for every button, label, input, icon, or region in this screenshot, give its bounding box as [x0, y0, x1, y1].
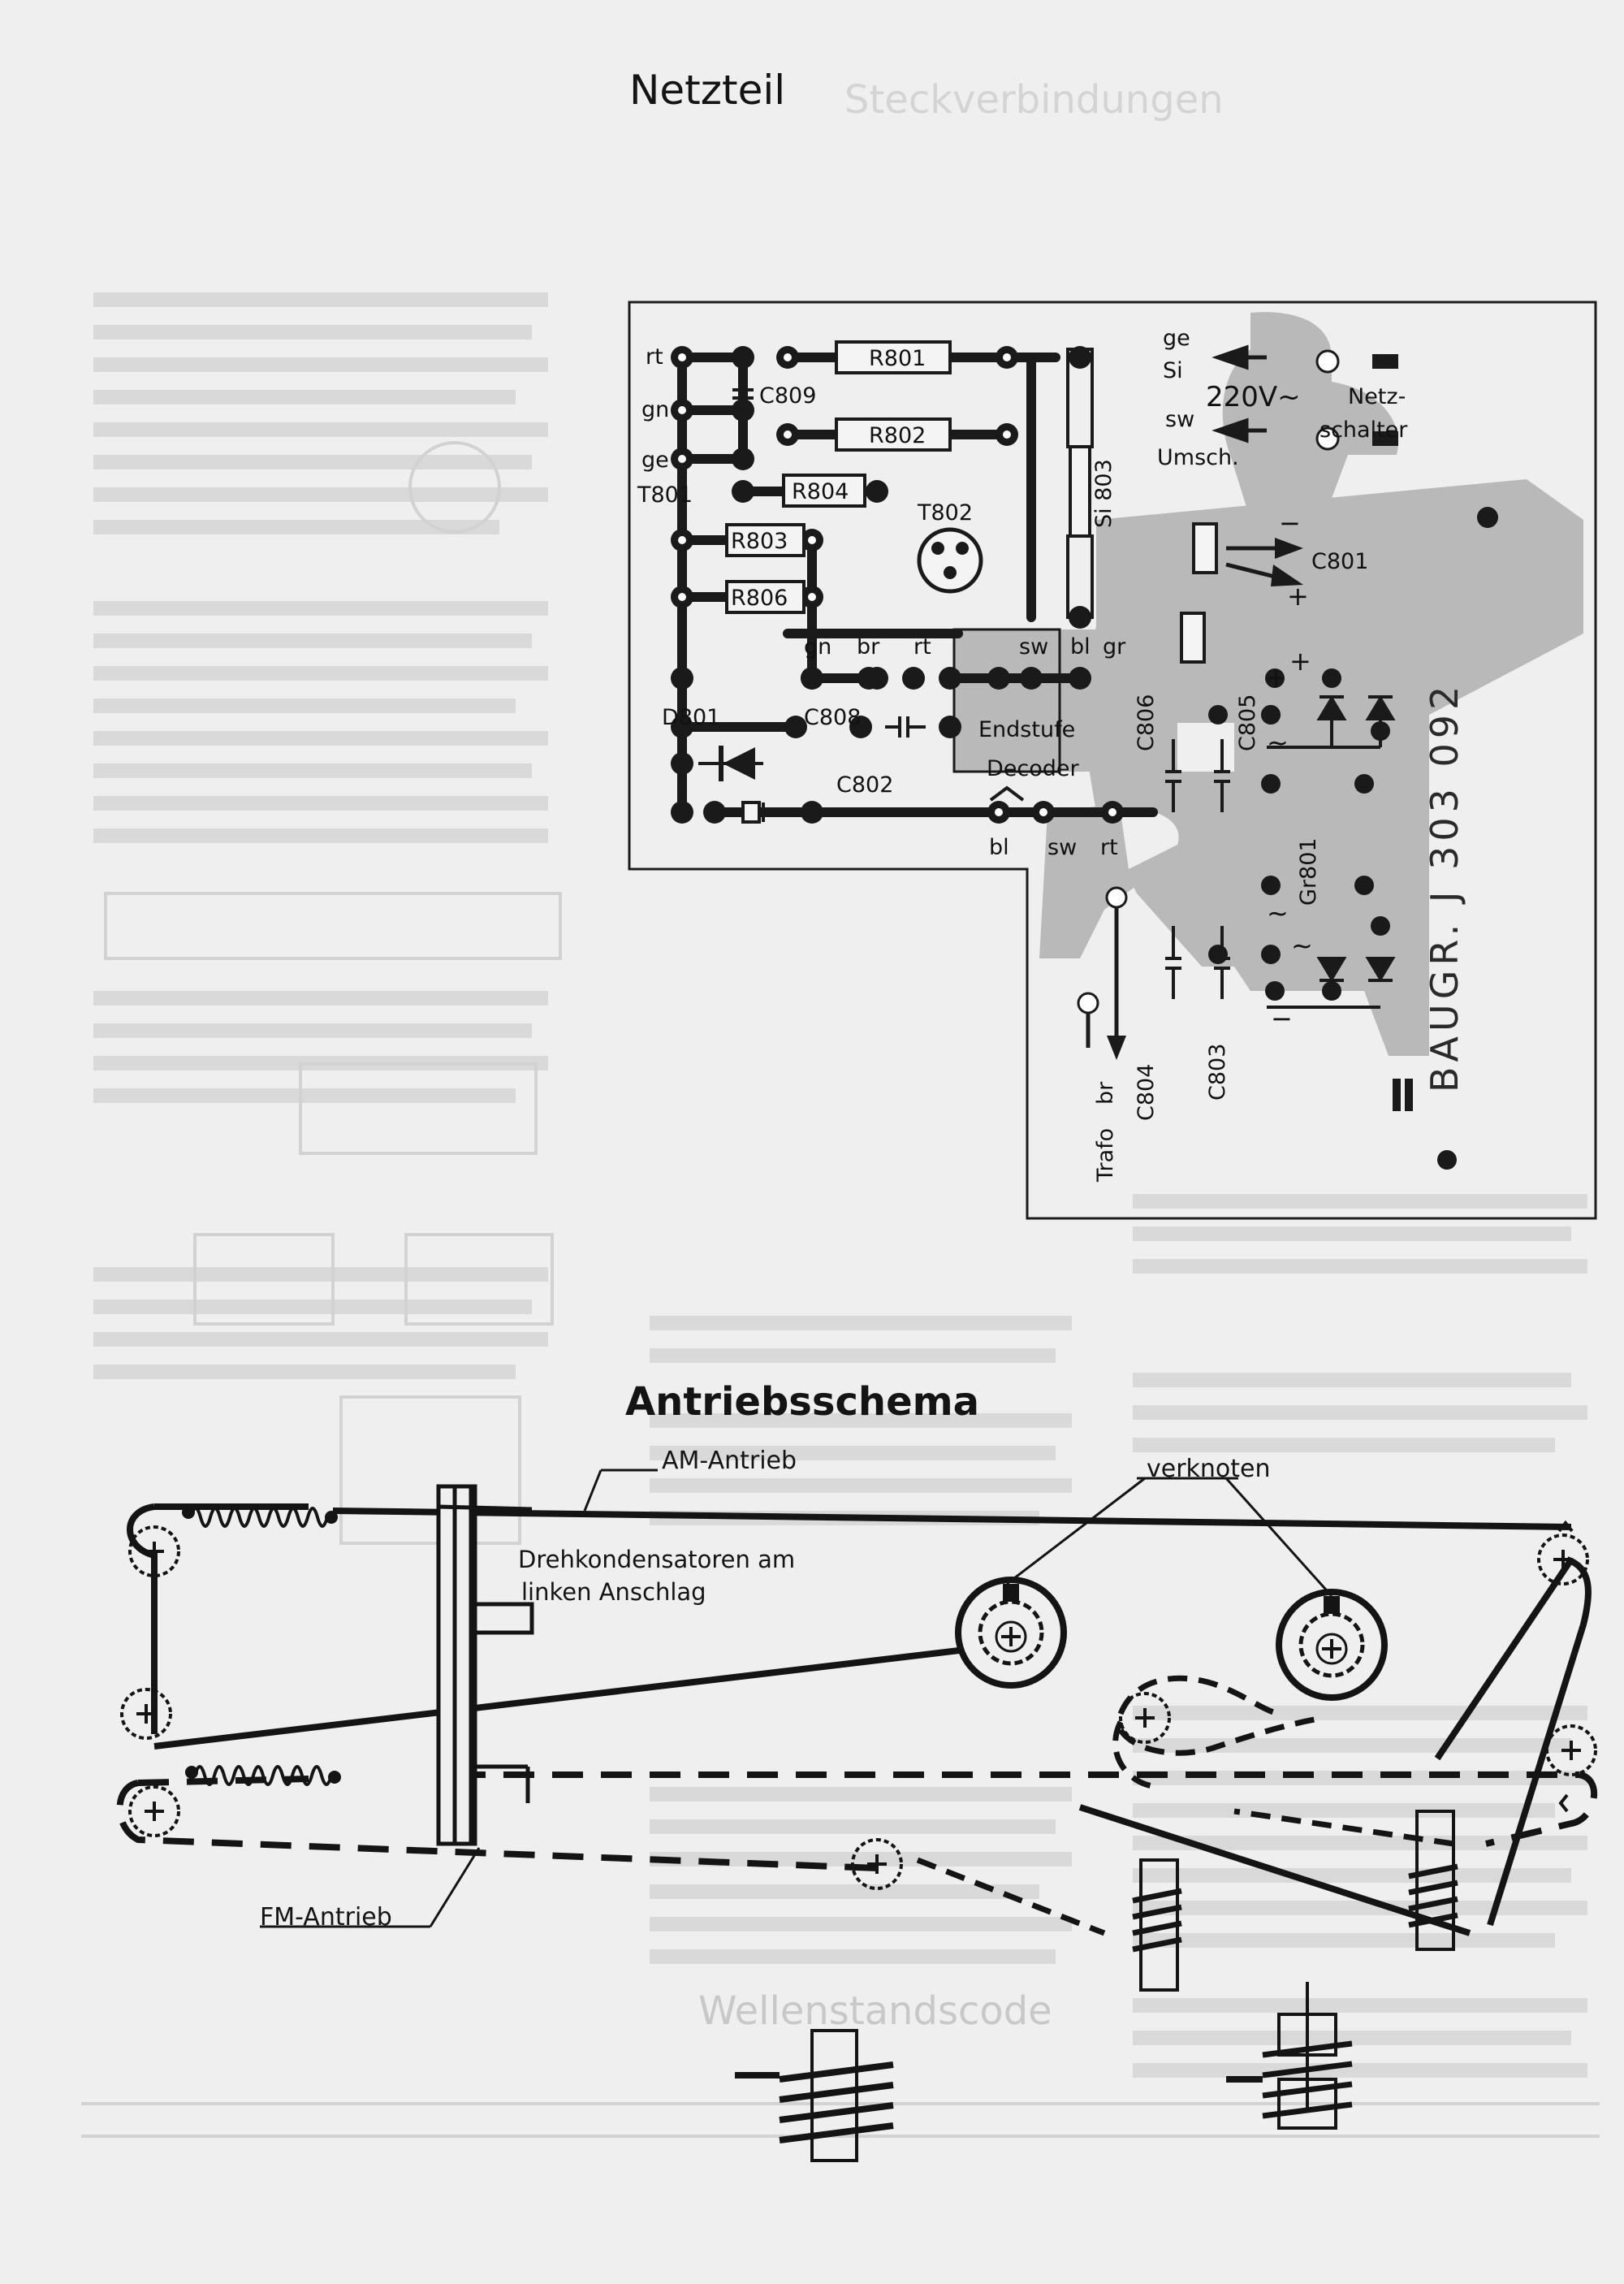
fuse-si-803: [1066, 348, 1094, 619]
color-rt: rt: [914, 634, 931, 660]
wire-label-rt: rt: [646, 344, 663, 370]
antriebsschema-title: Antriebsschema: [625, 1379, 980, 1425]
pulley-lower-center: [851, 1838, 903, 1890]
pulley-left-bottom: [128, 1785, 180, 1837]
dial-pointer-carriage: [436, 1484, 534, 1846]
mains-voltage: 220V~: [1206, 381, 1301, 413]
am-drive-cord: [127, 1503, 1592, 1936]
label-d801: D801: [662, 705, 720, 730]
label-c803: C803: [1205, 1044, 1230, 1101]
netzteil-title: Netzteil: [629, 67, 786, 114]
label-si803: Si 803: [1091, 459, 1116, 528]
pulley-center: [1119, 1692, 1171, 1744]
color-gr: gr: [1103, 634, 1126, 660]
resistor-r803: [725, 523, 806, 557]
capacitor-c802: [715, 801, 765, 824]
label-endstufe: Endstufe: [978, 717, 1075, 742]
pulley-left-mid: [120, 1688, 172, 1740]
label-t801: T801: [637, 482, 693, 508]
verknoten-label: verknoten: [1147, 1455, 1271, 1483]
polarity-tilde-1: ~: [1267, 727, 1289, 758]
bleed-through-subtitle: Wellenstandscode: [698, 1988, 1052, 2034]
polarity-tilde-2: ~: [1267, 898, 1289, 928]
label-c809: C809: [759, 383, 816, 409]
endstufe-decoder-connector: [952, 628, 1061, 802]
polarity-plus-2: +: [1289, 646, 1311, 677]
wire-label-ge: ge: [641, 448, 669, 473]
mains-sw: sw: [1165, 407, 1194, 432]
mains-ge: ge: [1163, 326, 1190, 351]
label-r801: R801: [869, 346, 926, 371]
wire-label-gn: gn: [641, 397, 669, 422]
color-br: br: [857, 634, 880, 660]
polarity-plus-c801: +: [1287, 581, 1309, 612]
capacitor-c803: [1214, 926, 1230, 999]
pulleys: [120, 1525, 1597, 1890]
color-gn: gn: [804, 634, 831, 660]
capacitor-c801: [1192, 522, 1303, 586]
color-bl: bl: [1070, 634, 1091, 660]
resistor-r801: [835, 340, 952, 374]
polarity-minus-c801: −: [1279, 508, 1301, 539]
mains-schalter: schalter: [1320, 417, 1408, 443]
bottom-color-bl: bl: [989, 835, 1009, 860]
bottom-color-rt: rt: [1100, 835, 1118, 860]
pcb-outline: [628, 301, 1597, 1220]
label-r802: R802: [869, 423, 926, 448]
tuning-coils: [735, 1810, 1458, 2162]
label-t802: T802: [917, 500, 973, 526]
capacitor-c809: [732, 382, 754, 406]
netzschalter-symbol: [1315, 349, 1498, 528]
mains-si: Si: [1163, 358, 1183, 383]
label-decoder: Decoder: [987, 756, 1080, 781]
capacitor-c805: [1214, 739, 1230, 812]
label-gr801: Gr801: [1296, 837, 1321, 906]
springs: [189, 1507, 333, 1786]
label-c806: C806: [1134, 694, 1159, 751]
capacitor-c806: [1165, 739, 1181, 812]
trafo-leads: [1077, 886, 1128, 1060]
am-drive-drum: [955, 1577, 1067, 1689]
pulley-left-top: [128, 1525, 180, 1577]
label-trafo: Trafo: [1093, 1128, 1118, 1183]
label-r804: R804: [792, 479, 849, 504]
fm-antrieb-label: FM-Antrieb: [260, 1903, 392, 1931]
bottom-color-sw: sw: [1047, 835, 1077, 860]
label-c805: C805: [1235, 694, 1260, 751]
label-c804: C804: [1134, 1064, 1159, 1121]
diode-d801: [698, 746, 763, 781]
polarity-minus-bottom: −: [1271, 1003, 1293, 1034]
fm-drive-drum: [1276, 1589, 1388, 1701]
color-sw: sw: [1019, 634, 1048, 660]
pulley-right-mid: [1545, 1724, 1597, 1776]
capacitor-c804: [1165, 926, 1181, 999]
label-r803: R803: [731, 529, 788, 554]
rectifier-gr801: [1180, 612, 1396, 1009]
label-c802: C802: [836, 772, 893, 798]
pulley-right-top: [1537, 1533, 1589, 1585]
polarity-tilde-3: ~: [1291, 930, 1313, 961]
fm-drive-cord: [116, 1771, 1597, 1871]
label-r806: R806: [731, 586, 788, 611]
label-c808: C808: [804, 705, 861, 730]
drehkondensatoren-label-line1: Drehkondensatoren am: [518, 1546, 795, 1573]
bleed-through-title: Steckverbindungen: [844, 77, 1224, 123]
drehkondensatoren-label-line2: linken Anschlag: [521, 1578, 706, 1606]
polarity-plus-1: +: [1265, 662, 1287, 693]
resistor-r806: [725, 580, 806, 614]
transistor-t802: [917, 527, 983, 594]
mains-netz: Netz-: [1348, 384, 1406, 409]
capacitor-c808: [885, 716, 926, 738]
mains-umsch: Umsch.: [1157, 445, 1239, 470]
am-antrieb-label: AM-Antrieb: [662, 1447, 797, 1475]
resistor-r802: [835, 417, 952, 452]
board-number-stamp: BAUGR. J 303 092: [1423, 681, 1466, 1092]
resistor-r804: [782, 474, 866, 508]
label-c801: C801: [1311, 549, 1368, 574]
label-trafo-br: br: [1093, 1081, 1118, 1105]
